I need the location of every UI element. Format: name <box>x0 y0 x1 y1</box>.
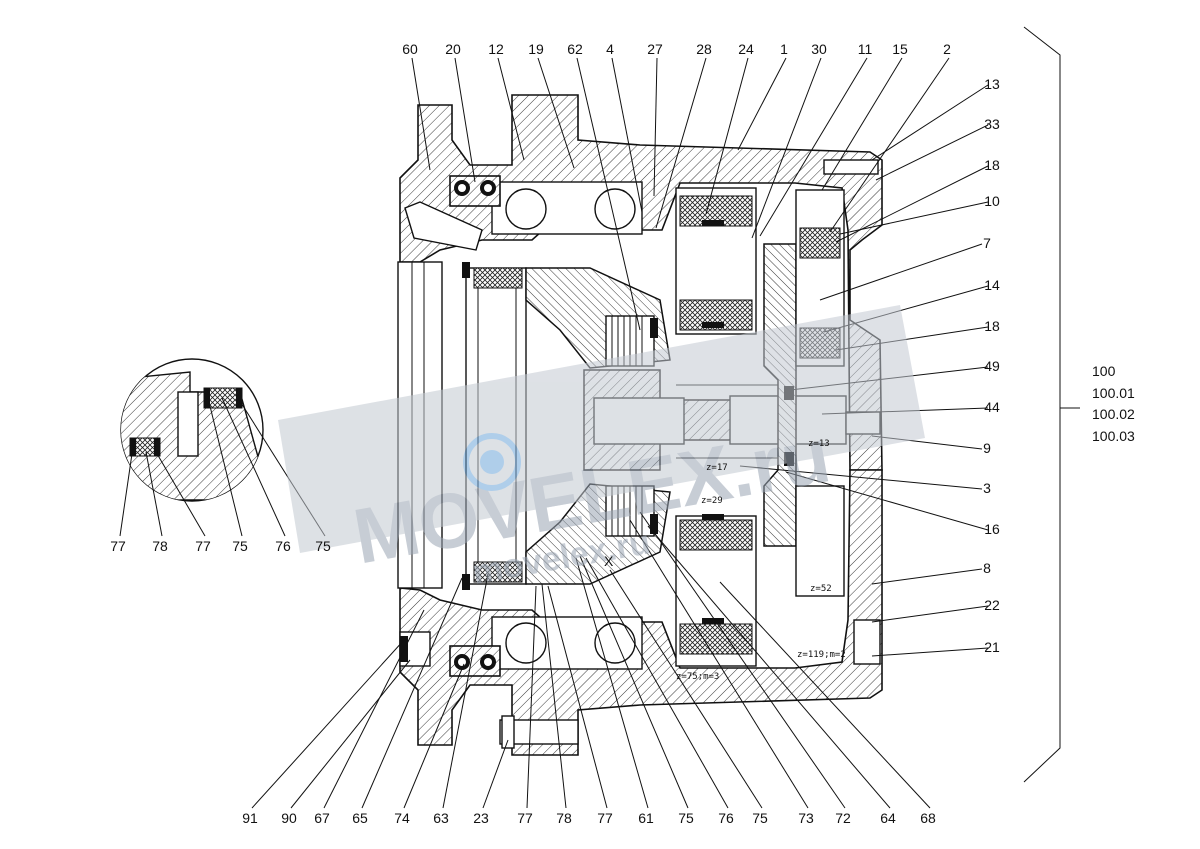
disc-pack <box>605 315 658 537</box>
detail-label: 76 <box>275 538 291 554</box>
top-part-labels: 60 20 12 19 62 4 27 28 24 1 30 11 15 2 <box>402 41 951 57</box>
part-label: 75 <box>678 810 694 826</box>
detail-label: 77 <box>110 538 126 554</box>
part-label: 77 <box>517 810 533 826</box>
part-label: 27 <box>647 41 663 57</box>
part-label: 62 <box>567 41 583 57</box>
gear-note: z=13 <box>808 439 830 449</box>
part-label: 11 <box>858 41 873 57</box>
part-label: 13 <box>984 76 1000 92</box>
detail-part-labels: 77 78 77 75 76 75 <box>110 538 331 554</box>
part-label: 76 <box>718 810 734 826</box>
part-label: 4 <box>606 41 614 57</box>
gear-note: z=75;m=3 <box>676 672 719 682</box>
part-label: 12 <box>488 41 504 57</box>
variant-label: 100.01 <box>1092 385 1135 401</box>
part-label: 24 <box>738 41 754 57</box>
part-label: 9 <box>983 440 991 456</box>
part-label: 63 <box>433 810 449 826</box>
part-label: 16 <box>984 521 1000 537</box>
part-label: 15 <box>892 41 908 57</box>
gear-note: z=119;m=2 <box>797 650 846 660</box>
part-label: 18 <box>984 318 1000 334</box>
part-label: 2 <box>943 41 951 57</box>
planet-stage-1 <box>675 187 757 667</box>
part-label: 68 <box>920 810 936 826</box>
part-label: 7 <box>983 235 991 251</box>
part-label: 64 <box>880 810 896 826</box>
part-label: 30 <box>811 41 827 57</box>
detail-label: 78 <box>152 538 168 554</box>
part-label: 73 <box>798 810 814 826</box>
part-label: 3 <box>983 480 991 496</box>
section-mark: X <box>604 553 614 569</box>
part-label: 1 <box>780 41 788 57</box>
variant-label: 100.02 <box>1092 406 1135 422</box>
detail-label: 75 <box>315 538 331 554</box>
part-label: 44 <box>984 399 1000 415</box>
part-label: 10 <box>984 193 1000 209</box>
part-label: 61 <box>638 810 654 826</box>
part-label: 77 <box>597 810 613 826</box>
leader-lines <box>119 57 989 809</box>
part-label: 75 <box>752 810 768 826</box>
gear-notes: z=13 z=17 z=29 z=52 z=119;m=2 z=75;m=3 <box>676 439 846 682</box>
bottom-part-labels: 91 90 67 65 74 63 23 77 78 77 61 75 76 75 73 72 64 68 <box>242 810 936 826</box>
part-label: 22 <box>984 597 1000 613</box>
part-label: 14 <box>984 277 1000 293</box>
part-label: 60 <box>402 41 418 57</box>
part-label: 74 <box>394 810 410 826</box>
gear-note: z=17 <box>706 463 728 473</box>
part-label: 33 <box>984 116 1000 132</box>
detail-label: 77 <box>195 538 211 554</box>
part-label: 67 <box>314 810 330 826</box>
gear-note: z=52 <box>810 584 832 594</box>
part-label: 78 <box>556 810 572 826</box>
part-label: 72 <box>835 810 851 826</box>
detail-view <box>120 358 264 502</box>
part-label: 49 <box>984 358 1000 374</box>
part-label: 18 <box>984 157 1000 173</box>
part-label: 23 <box>473 810 489 826</box>
right-part-labels: 13 33 18 10 7 14 18 49 44 9 3 16 8 22 21 <box>983 76 1000 655</box>
part-label: 90 <box>281 810 297 826</box>
part-label: 28 <box>696 41 712 57</box>
variant-labels: 100 100.01 100.02 100.03 <box>1092 363 1135 444</box>
part-label: 20 <box>445 41 461 57</box>
variant-label: 100 <box>1092 363 1116 379</box>
gear-note: z=29 <box>701 496 723 506</box>
part-label: 65 <box>352 810 368 826</box>
variant-bracket <box>1023 26 1080 783</box>
variant-label: 100.03 <box>1092 428 1135 444</box>
part-label: 91 <box>242 810 258 826</box>
detail-label: 75 <box>232 538 248 554</box>
part-label: 8 <box>983 560 991 576</box>
part-label: 21 <box>984 639 1000 655</box>
part-label: 19 <box>528 41 544 57</box>
